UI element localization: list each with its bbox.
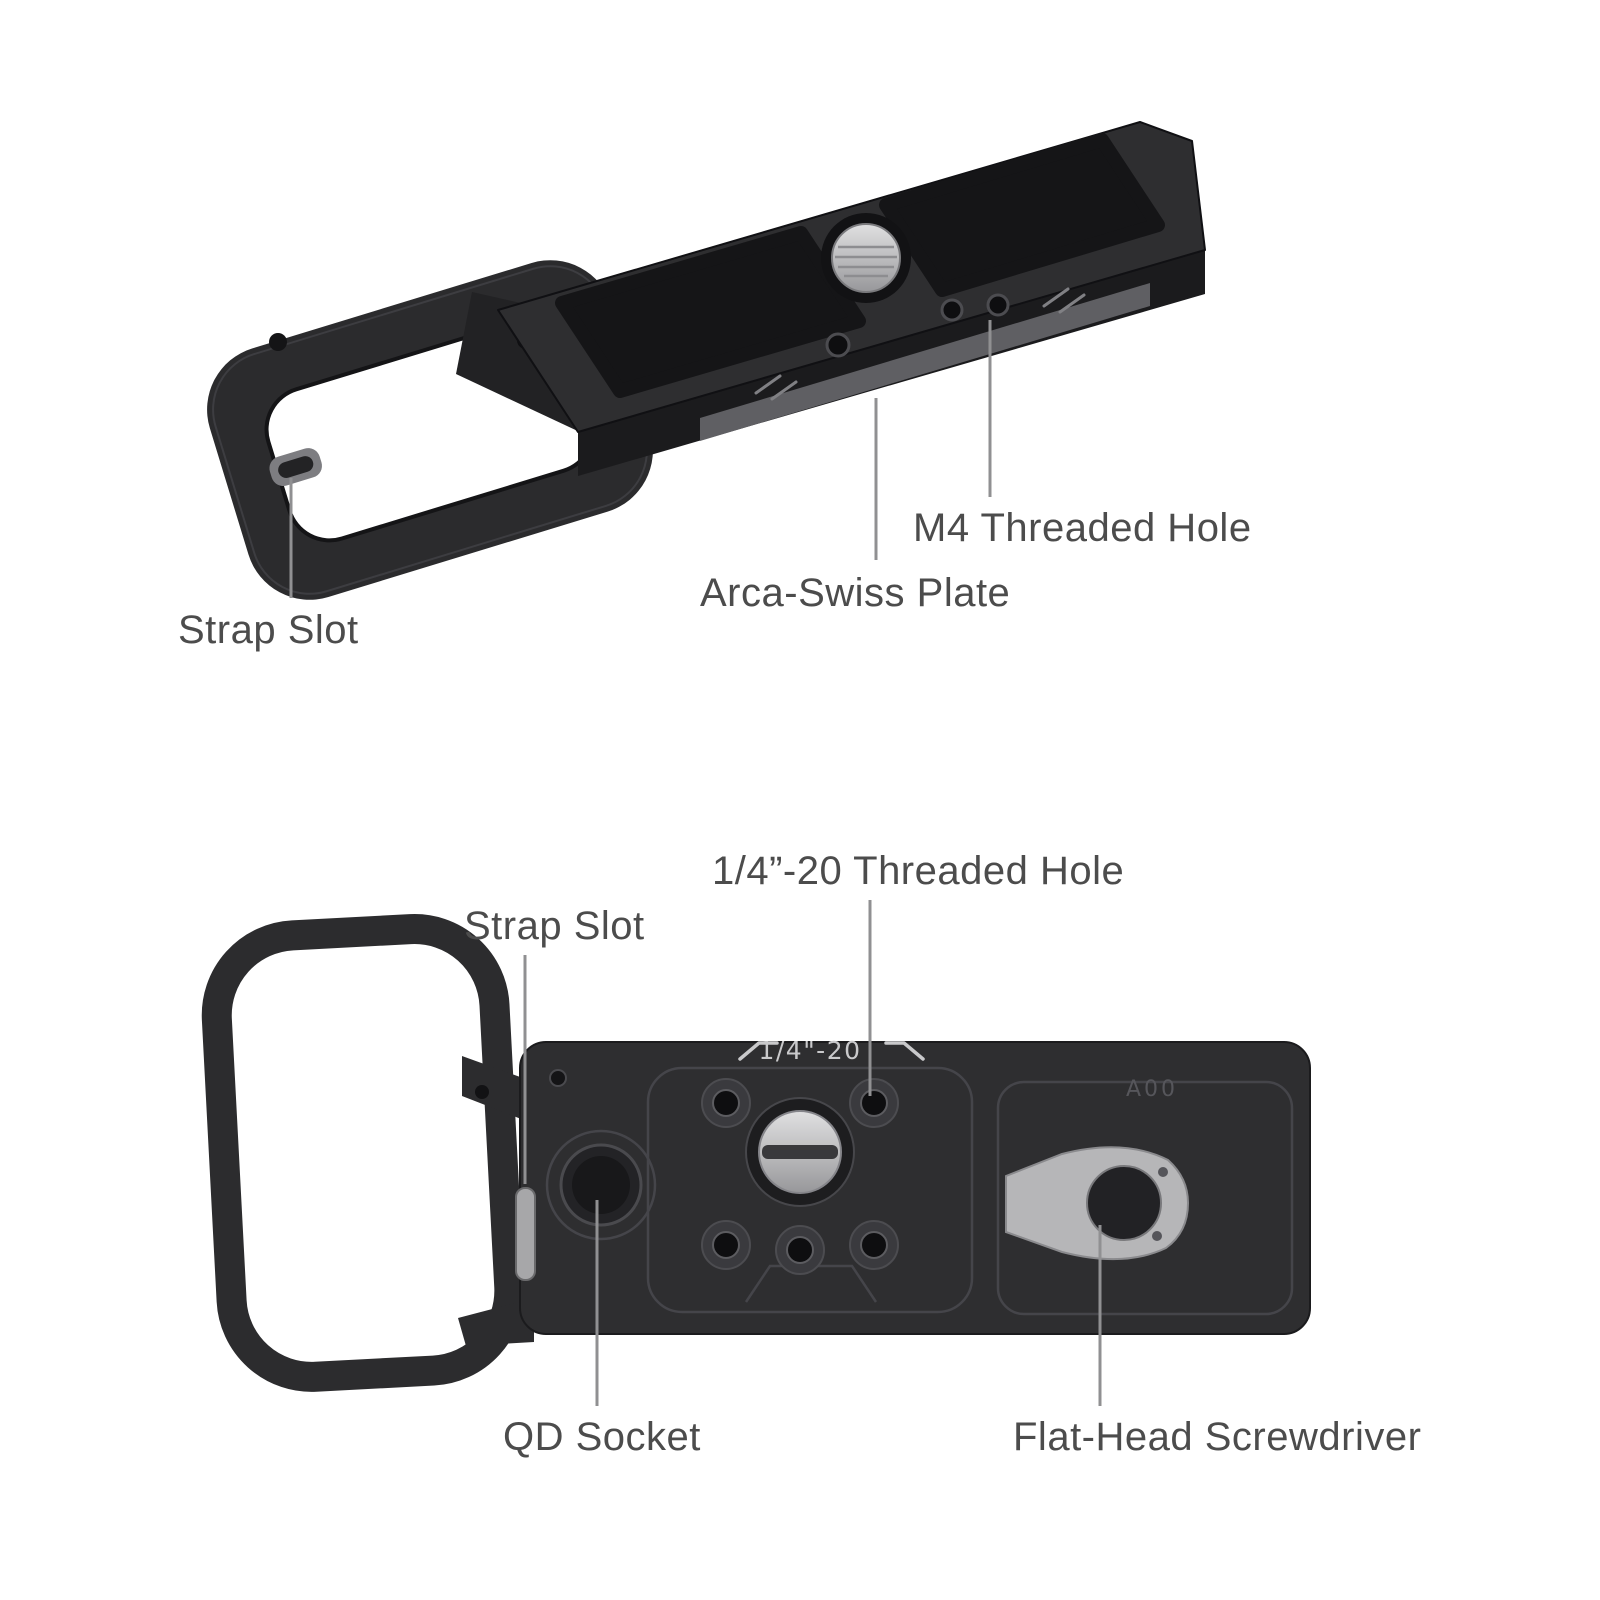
callout-label-flat-head-screwdriver: Flat-Head Screwdriver bbox=[1013, 1415, 1422, 1459]
m4-threaded-holes bbox=[825, 293, 1010, 358]
arca-dovetail bbox=[700, 283, 1150, 441]
thread-spec-marks bbox=[738, 1041, 925, 1061]
hinge-pin bbox=[475, 1085, 489, 1099]
callout-label-quarter-20-threaded-hole: 1/4”-20 Threaded Hole bbox=[712, 849, 1125, 893]
top-callout-lines bbox=[289, 320, 992, 598]
frame-hole bbox=[269, 333, 287, 351]
threaded-hole bbox=[701, 1078, 751, 1128]
callout-label-strap-slot-top: Strap Slot bbox=[178, 608, 359, 652]
thread-spec-engraving: 1/4"-20 bbox=[758, 1036, 861, 1065]
top-pad-right bbox=[879, 133, 1165, 297]
callout-label-strap-slot-bottom: Strap Slot bbox=[464, 904, 645, 948]
strap-slot-top bbox=[269, 448, 322, 487]
lower-joint bbox=[458, 1298, 534, 1346]
screwdriver-hole bbox=[1086, 1165, 1162, 1241]
center-screw bbox=[745, 1097, 855, 1207]
grip-frame-bottom bbox=[201, 914, 525, 1392]
callout-label-arca-swiss-plate: Arca-Swiss Plate bbox=[700, 571, 1011, 615]
flat-head-screwdriver bbox=[1005, 1146, 1190, 1261]
callout-label-m4-threaded-hole: M4 Threaded Hole bbox=[913, 506, 1252, 550]
hinge-joint bbox=[462, 1056, 534, 1124]
small-pin-hole bbox=[549, 1069, 567, 1087]
base-plate-bottom: 1/4"-20 A00 bbox=[515, 1036, 1311, 1335]
threaded-hole-bosses bbox=[701, 1078, 899, 1275]
threaded-hole bbox=[849, 1220, 899, 1270]
bottom-callout-lines bbox=[523, 900, 1102, 1406]
qd-socket bbox=[559, 1143, 643, 1227]
callout-label-qd-socket: QD Socket bbox=[503, 1415, 701, 1459]
strap-slot-bottom bbox=[515, 1187, 536, 1281]
threaded-hole bbox=[701, 1220, 751, 1270]
part-code-engraving: A00 bbox=[1126, 1077, 1178, 1102]
top-figure bbox=[207, 121, 1206, 600]
base-plate-top bbox=[497, 121, 1206, 476]
top-pad-left bbox=[555, 226, 866, 398]
threaded-hole bbox=[849, 1078, 899, 1128]
bottom-figure: 1/4"-20 A00 bbox=[201, 900, 1311, 1406]
threaded-hole bbox=[775, 1225, 825, 1275]
camera-screw bbox=[831, 223, 901, 293]
engraved-marks bbox=[754, 287, 1086, 401]
